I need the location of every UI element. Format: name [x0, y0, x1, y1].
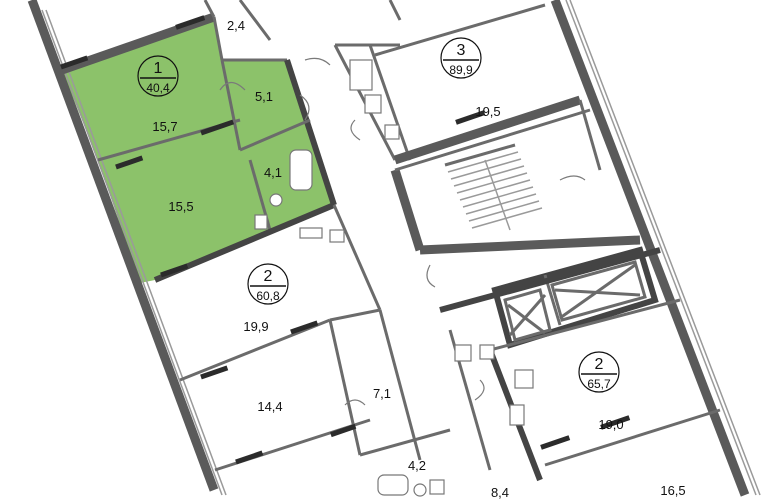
room-area-2-4: 2,4 [227, 18, 245, 33]
apartment-3-number: 3 [457, 42, 466, 59]
room-area-15-7: 15,7 [152, 119, 177, 134]
apartment-3-total-area: 89,9 [449, 63, 473, 77]
room-area-4-2: 4,2 [408, 458, 426, 473]
room-area-5-1: 5,1 [255, 89, 273, 104]
room-area-16-5: 16,5 [660, 483, 685, 498]
apartment-2-right-total-area: 65,7 [587, 377, 611, 391]
interior-walls [60, 0, 721, 482]
room-area-19-9: 19,9 [243, 319, 268, 334]
room-area-14-4: 14,4 [257, 399, 282, 414]
room-area-7-1: 7,1 [373, 386, 391, 401]
room-area-8-4: 8,4 [491, 485, 509, 500]
apartment-2-right-number: 2 [595, 356, 604, 373]
doors [219, 57, 586, 406]
apartment-3-label[interactable]: 3 89,9 [440, 37, 482, 79]
room-area-19-5: 19,5 [475, 104, 500, 119]
room-area-19-0: 19,0 [598, 417, 623, 432]
right-facade [550, 0, 761, 497]
apartment-1-total-area: 40,4 [146, 81, 170, 95]
apartment-2-left-number: 2 [264, 268, 273, 285]
apartment-1-label[interactable]: 1 40,4 [137, 55, 179, 97]
room-area-15-5: 15,5 [168, 199, 193, 214]
window-sills [60, 15, 631, 465]
bathroom-fixtures [254, 59, 534, 497]
apartment-2-left-total-area: 60,8 [256, 289, 280, 303]
left-facade [27, 0, 227, 496]
room-area-4-1: 4,1 [264, 165, 282, 180]
stairs [444, 143, 543, 231]
apartment-2-right-label[interactable]: 2 65,7 [578, 351, 620, 393]
apartment-1-number: 1 [154, 60, 163, 77]
apartment-2-left-label[interactable]: 2 60,8 [247, 263, 289, 305]
